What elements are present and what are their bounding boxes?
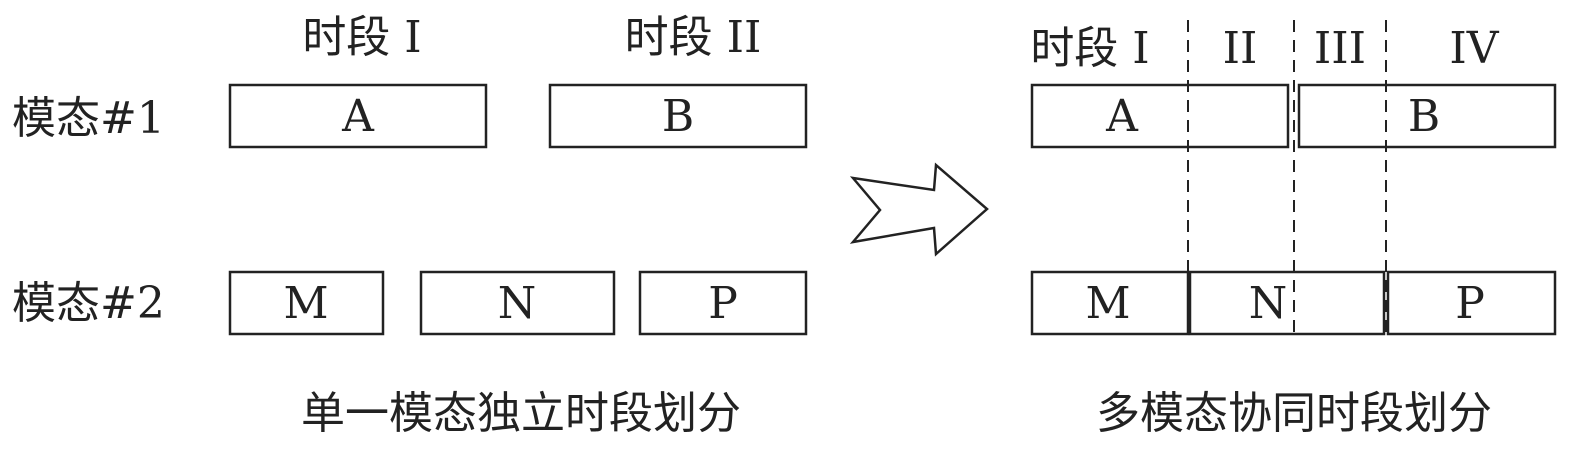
left-mode2-box-n-label: N <box>498 278 537 329</box>
left-mode1-box-a-label: A <box>341 91 375 142</box>
left-mode1-box-b-label: B <box>662 91 694 142</box>
left-mode2-box-m-label: M <box>283 278 328 329</box>
right-mode1-box-a-label: A <box>1105 91 1139 142</box>
left-mode-label-2: 模态#2 <box>12 278 165 329</box>
right-panel: 时段 I II III IV A B M N P 多模态协同时段划分 <box>1030 20 1557 439</box>
left-period-label-1: 时段 I <box>302 12 421 63</box>
right-mode2-box-m <box>1030 270 1190 336</box>
right-mode2-box-m-label: M <box>1085 278 1130 329</box>
right-mode2-box-p-label: P <box>1455 278 1485 329</box>
right-period-label-3: III <box>1314 23 1366 74</box>
right-mode2-box-n-label: N <box>1249 278 1288 329</box>
right-mode2-box-p <box>1386 270 1557 336</box>
left-mode2-box-m <box>228 270 385 336</box>
left-panel: 时段 I 时段 II 模态#1 模态#2 A B M N P 单一模态独立时段划… <box>12 12 808 439</box>
right-period-label-4: IV <box>1449 23 1499 74</box>
right-mode1-box-a <box>1030 83 1290 149</box>
right-mode2-box-n <box>1188 270 1386 336</box>
left-mode2-box-p-label: P <box>708 278 738 329</box>
right-caption: 多模态协同时段划分 <box>1096 388 1492 439</box>
right-mode1-box-b <box>1297 83 1557 149</box>
left-mode1-box-a <box>228 83 488 149</box>
left-mode2-box-p <box>638 270 808 336</box>
right-period-label-1: 时段 I <box>1030 23 1149 74</box>
right-arrow-icon <box>849 162 989 257</box>
right-mode1-box-b-label: B <box>1408 91 1440 142</box>
left-caption: 单一模态独立时段划分 <box>301 388 741 439</box>
left-mode1-box-b <box>548 83 808 149</box>
right-period-label-2: II <box>1223 23 1258 74</box>
left-mode2-box-n <box>419 270 616 336</box>
left-mode-label-1: 模态#1 <box>12 93 165 144</box>
left-period-label-2: 时段 II <box>625 12 762 63</box>
